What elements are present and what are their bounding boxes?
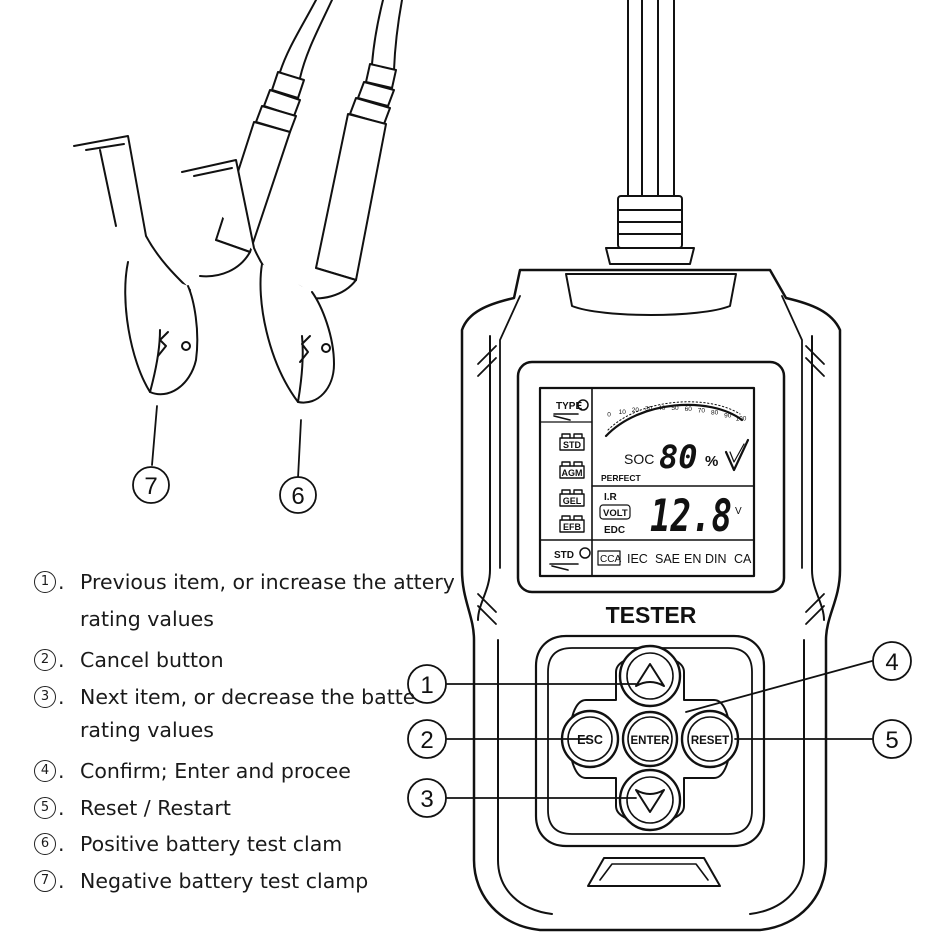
legend-text: Cancel button [80,648,224,672]
lcd-scale-tick-label: 80 [711,410,719,417]
esc-button-label: ESC [577,733,603,747]
lcd-volt-value: 12.8 [650,491,732,542]
legend-num-badge: 6 [34,833,58,857]
lcd-status: PERFECT [601,473,641,483]
legend-text: Negative battery test clamp [80,869,369,893]
down-button[interactable] [618,768,682,832]
lcd-scale-ticks: 0 10 20 30 40 50 60 70 80 90 100 [607,405,747,423]
legend-num-badge: 1 [34,571,58,595]
callout-leaders [151,405,873,799]
up-button[interactable] [618,644,682,708]
legend-item-1-cont: rating values [80,607,214,631]
legend-num-badge: 7 [34,870,58,894]
callout-circle-4 [872,641,912,681]
lcd-scale-tick-label: 60 [685,406,693,413]
lcd-scale-tick-label: 30 [645,406,653,413]
lcd-scale-tick-label: 0 [607,412,611,419]
lcd-edc-label: EDC [604,525,625,536]
callout-num-2: 2 [420,727,433,754]
cable-bundle [279,0,675,197]
lcd-scale-tick-label: 50 [671,405,679,412]
callout-num-6: 6 [291,483,304,510]
callout-num-5: 5 [885,727,898,754]
lcd-standard-cca: CCA [600,554,621,565]
lcd-soc-value: 80 [659,438,698,476]
lcd-standard-sae: SAE [655,552,680,566]
callout-num-7: 7 [144,473,157,500]
lcd-standard-din: DIN [705,552,727,566]
lcd-type-label: TYPE [556,401,582,412]
legend-text: Reset / Restart [80,796,231,820]
legend-text: Previous item, or increase the attery [80,570,454,594]
esc-button[interactable] [560,709,620,769]
enter-button-label: ENTER [631,735,671,747]
callout-circle-5 [872,719,912,759]
arrow-up-icon [635,663,665,687]
lcd-scale-tick-label: 90 [724,412,732,419]
lcd-standard-en: EN [684,552,701,566]
legend: 1 . Previous item, or increase the atter… [34,566,454,896]
legend-num-badge: 5 [34,797,58,821]
lcd-standard-iec: IEC [627,552,648,566]
brand-label: TESTER [606,602,697,628]
callout-num-1: 1 [420,672,433,699]
legend-num-badge: 4 [34,760,58,784]
lcd-screen [516,360,786,594]
legend-num-badge: 2 [34,649,58,673]
legend-item-3-cont: rating values [80,718,214,742]
lcd-standard-ca: CA [734,552,752,566]
cable-strain-relief [605,195,695,265]
lcd-scale-tick-label: 40 [658,405,666,412]
lcd-battery-type-gel: GEL [563,496,582,506]
callout-circle-1 [407,664,447,704]
positive-clamp[interactable] [181,63,397,404]
lcd-scale-tick-label: 10 [619,409,627,416]
lcd-battery-type-std: STD [563,440,582,450]
lcd-ir-label: I.R [604,492,618,503]
callout-circle-6 [279,476,317,514]
lcd-soc-unit: % [705,453,718,470]
callout-num-4: 4 [885,649,898,676]
lcd-scale-tick-label: 20 [632,407,640,414]
lcd-volt-label: VOLT [603,508,628,519]
lcd-battery-type-agm: AGM [562,468,583,478]
legend-text: Next item, or decrease the batte [80,685,416,709]
legend-text: Positive battery test clam [80,832,343,856]
lcd-volt-unit: V [735,506,742,517]
arrow-down-icon [635,789,665,813]
lcd-scale-tick-label: 100 [736,416,747,423]
lcd-battery-type-efb: EFB [563,522,582,532]
callout-circle-7 [132,466,170,504]
reset-button-label: RESET [691,735,729,747]
legend-num-badge: 3 [34,686,58,710]
legend-text: Confirm; Enter and procee [80,759,351,783]
lcd-soc-label: SOC [624,451,654,467]
callout-circle-2 [407,719,447,759]
callout-num-3: 3 [420,786,433,813]
enter-button[interactable] [621,710,679,768]
lcd-text: TYPE STD AGM GEL EFB STD 0 10 20 30 40 50 60 70… [554,401,752,566]
lcd-scale-tick-label: 70 [698,407,706,414]
lcd-std-footer: STD [554,550,574,561]
callout-circle-3 [407,778,447,818]
